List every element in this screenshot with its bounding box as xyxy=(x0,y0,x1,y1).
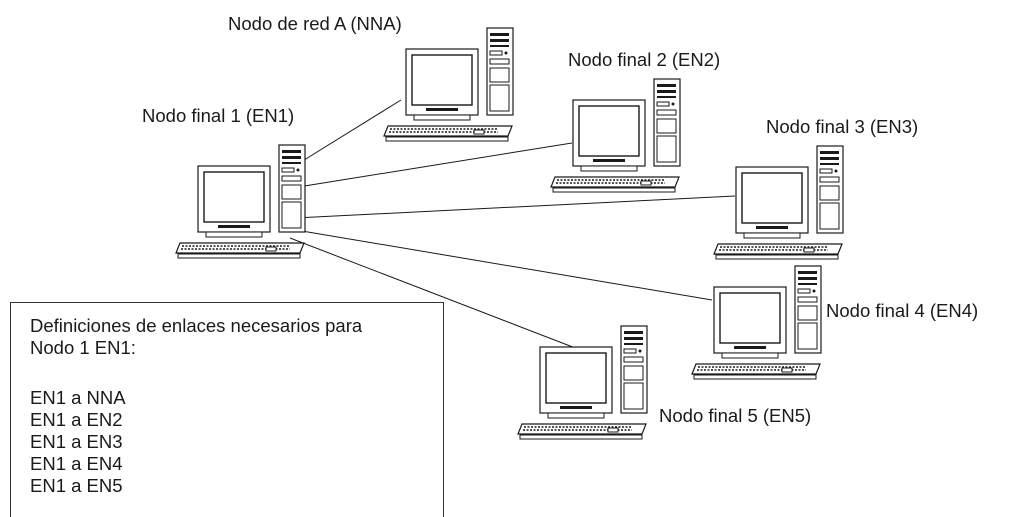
link-en1-en5 xyxy=(289,237,597,357)
node-label-en2: Nodo final 2 (EN2) xyxy=(568,49,721,70)
computer-icon-en3 xyxy=(713,145,844,260)
legend-link-item: EN1 a EN2 xyxy=(30,409,123,430)
legend-link-item: EN1 a NNA xyxy=(30,387,126,408)
link-en1-nna xyxy=(287,99,402,171)
computer-icon-en1 xyxy=(175,144,306,259)
node-label-en4: Nodo final 4 (EN4) xyxy=(826,300,979,321)
legend-heading-line1: Definiciones de enlaces necesarios para xyxy=(30,315,363,336)
node-label-en1: Nodo final 1 (EN1) xyxy=(142,105,295,126)
legend-link-item: EN1 a EN5 xyxy=(30,475,123,496)
computer-icon-en5 xyxy=(517,325,648,440)
computer-icon-en2 xyxy=(550,78,681,193)
link-definitions-box: Definiciones de enlaces necesarios para … xyxy=(10,302,444,517)
link-en1-en4 xyxy=(295,229,713,301)
legend-link-item: EN1 a EN4 xyxy=(30,453,123,474)
computer-icon-en4 xyxy=(691,265,822,380)
computer-icon-nna xyxy=(383,27,514,142)
node-label-nna: Nodo de red A (NNA) xyxy=(228,13,402,34)
node-label-en5: Nodo final 5 (EN5) xyxy=(659,405,812,426)
legend-link-item: EN1 a EN3 xyxy=(30,431,123,452)
legend-heading-line2: Nodo 1 EN1: xyxy=(30,337,136,358)
link-en1-en2 xyxy=(291,142,573,189)
link-en1-en3 xyxy=(294,195,736,219)
node-label-en3: Nodo final 3 (EN3) xyxy=(766,116,919,137)
